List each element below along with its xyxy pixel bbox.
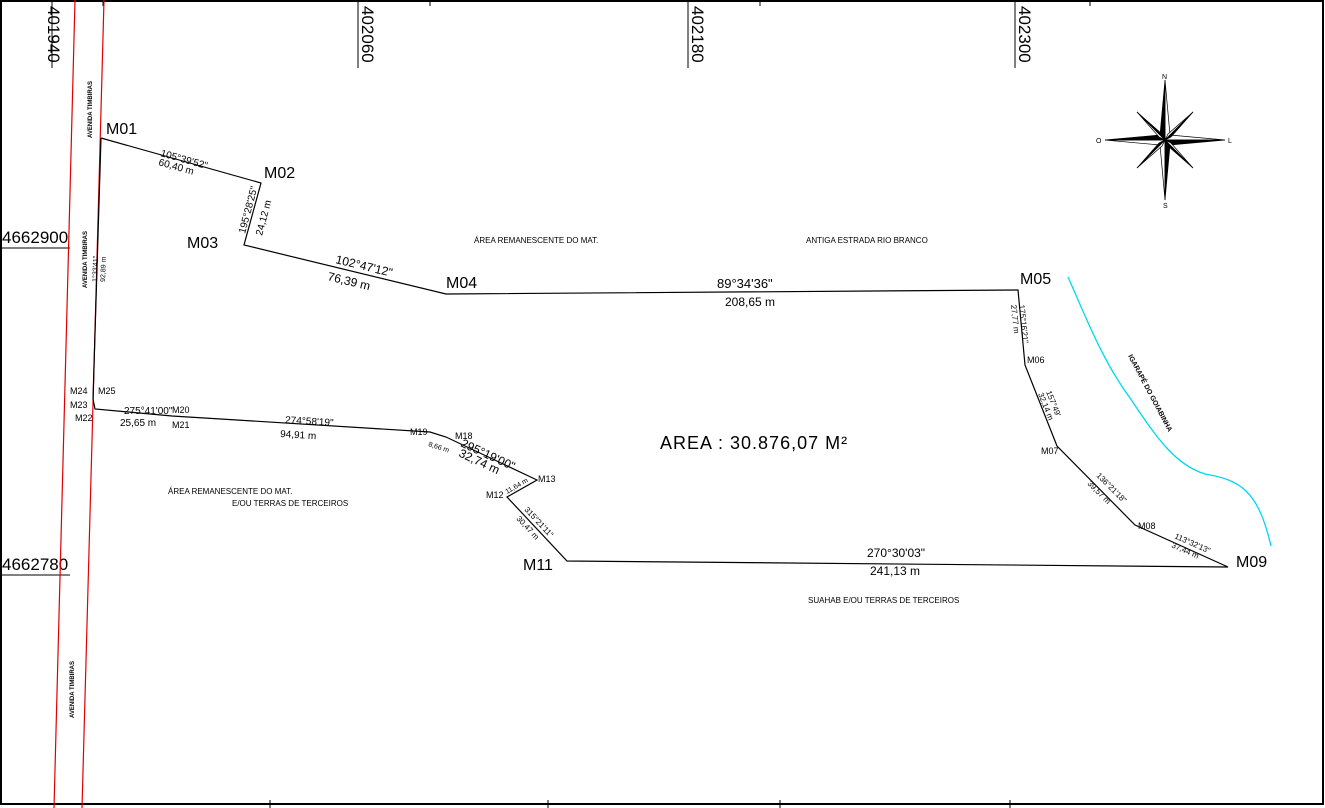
seg-m20-m22-dist: 25,65 m [120, 418, 156, 429]
remanescente-left-label: ÁREA REMANESCENTE DO MAT. [168, 487, 292, 496]
estrada-label: ANTIGA ESTRADA RIO BRANCO [806, 236, 928, 245]
easting-label-402180: 402180 [688, 6, 707, 63]
seg-m02-m03-dist: 24,12 m [254, 199, 274, 237]
marker-m04: M04 [446, 275, 477, 292]
seg-m04-m05-dist: 208,65 m [725, 295, 775, 309]
seg-m24-m01-dist: 92,89 m [100, 256, 108, 282]
road-label-mid: AVENIDA TIMBIRAS [83, 231, 89, 288]
igarape-stream [1067, 276, 1272, 547]
marker-m20: M20 [172, 405, 190, 415]
marker-m18: M18 [455, 431, 473, 441]
marker-m24: M24 [70, 386, 88, 396]
property-boundary [92, 137, 1229, 568]
road-label-upper: AVENIDA TIMBIRAS [88, 81, 94, 138]
grid-ticks [0, 0, 1091, 808]
marker-m06: M06 [1027, 355, 1045, 365]
stream-label: IGARAPÉ DO GOIABINHA [1126, 353, 1174, 433]
seg-m04-m05-angle: 89°34'36" [717, 276, 773, 291]
seg-m09-m11-dist: 241,13 m [870, 564, 920, 578]
seg-m19-m20-dist: 94,91 m [280, 429, 317, 442]
marker-m05: M05 [1020, 271, 1051, 288]
compass-o: O [1096, 138, 1102, 145]
marker-m09: M09 [1236, 554, 1267, 571]
suahab-label: SUAHAB E/OU TERRAS DE TERCEIROS [808, 596, 959, 605]
seg-m18-m19-dist: 8,66 m [427, 441, 450, 454]
marker-m07: M07 [1041, 446, 1059, 456]
compass-n: N [1162, 74, 1167, 81]
marker-m02: M02 [264, 165, 295, 182]
easting-label-402300: 402300 [1015, 6, 1034, 63]
area-label: AREA : 30.876,07 M² [660, 433, 848, 453]
seg-m09-m11-angle: 270°30'03" [867, 546, 925, 560]
road-label-lower: AVENIDA TIMBIRAS [70, 661, 76, 718]
compass-rose: N S L O [1096, 74, 1232, 210]
northing-label-4662900: 4662900 [2, 228, 68, 247]
marker-m21: M21 [172, 420, 190, 430]
compass-l: L [1228, 138, 1232, 145]
marker-m22: M22 [75, 413, 93, 423]
marker-m08: M08 [1138, 521, 1156, 531]
marker-m12: M12 [486, 490, 504, 500]
terceiros-left-label: E/OU TERRAS DE TERCEIROS [232, 499, 348, 508]
marker-m03: M03 [187, 235, 218, 252]
seg-m20-m22-angle: 275°41'00" [124, 406, 173, 417]
seg-m19-m20-angle: 274°58'19" [285, 415, 334, 429]
remanescente-top-label: ÁREA REMANESCENTE DO MAT. [474, 236, 598, 245]
marker-m01: M01 [106, 121, 137, 138]
marker-m19: M19 [410, 427, 428, 437]
marker-m23: M23 [70, 400, 88, 410]
seg-m05-m06-angle: 175°16'21" [1017, 304, 1030, 344]
easting-label-402060: 402060 [358, 6, 377, 63]
marker-m13: M13 [538, 474, 556, 484]
northing-label-4662780: 4662780 [2, 555, 68, 574]
marker-m11: M11 [523, 557, 553, 574]
seg-m24-m01-angle: 1°33'41" [91, 255, 100, 282]
seg-m05-m06-dist: 27,77 m [1009, 304, 1021, 334]
easting-label-401940: 401940 [44, 6, 63, 63]
marker-m25: M25 [98, 386, 116, 396]
avenida-timbiras-road [53, 0, 105, 808]
compass-s: S [1163, 203, 1168, 210]
